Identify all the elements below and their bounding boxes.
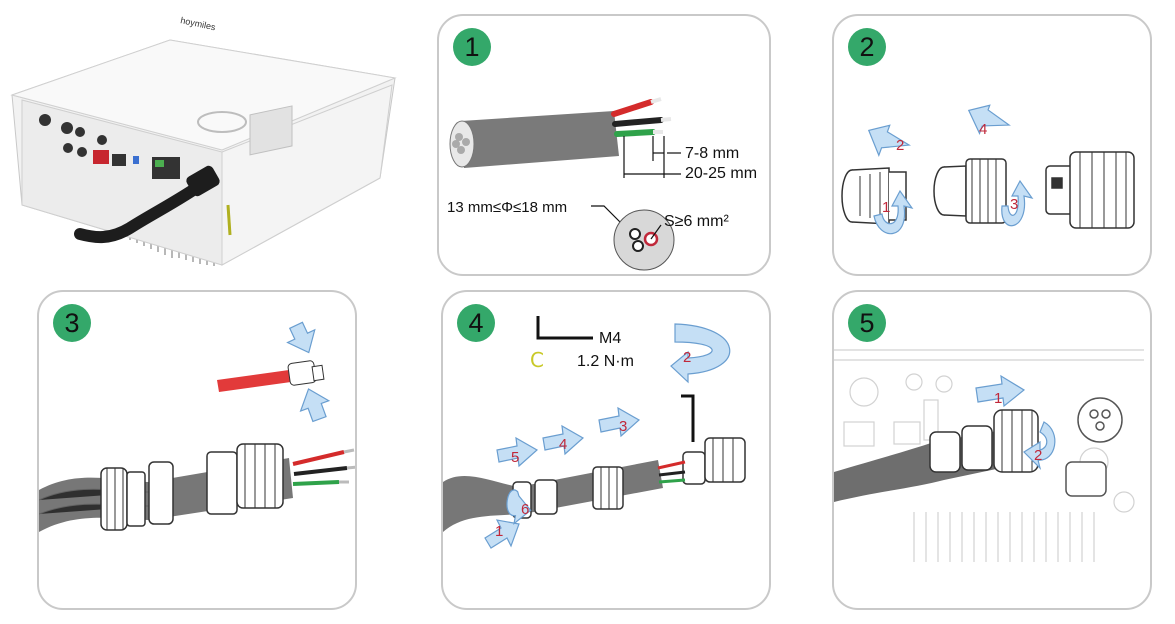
arrow-label-2: 2 bbox=[896, 137, 904, 154]
step-3-panel: 3 bbox=[37, 290, 357, 610]
step-2-panel: 2 1 2 3 4 bbox=[832, 14, 1152, 276]
wire-ferrule bbox=[287, 360, 317, 386]
wire-black bbox=[612, 117, 664, 127]
red-wire bbox=[217, 370, 291, 392]
step-2-arrows bbox=[867, 104, 1034, 235]
wire-red bbox=[611, 99, 654, 117]
arrow-label-2: 2 bbox=[683, 349, 691, 366]
step-1-panel: 1 7-8 mm 20-25 mm 13 mm≤Φ≤18 mm S≥6 mm² bbox=[437, 14, 771, 276]
cable-sheath bbox=[461, 111, 619, 168]
arrow-label-1: 1 bbox=[994, 390, 1002, 407]
strip-length-long: 20-25 mm bbox=[685, 165, 757, 182]
led-ring bbox=[197, 111, 247, 133]
strip-length-short: 7-8 mm bbox=[685, 145, 739, 162]
inverter-lid bbox=[10, 39, 397, 151]
step-4-badge: 4 bbox=[457, 304, 495, 342]
arrow-label-4: 4 bbox=[979, 121, 987, 138]
connector-assembly bbox=[929, 409, 1039, 473]
torque-label: 1.2 N·m bbox=[577, 353, 634, 370]
arrow-label-4: 4 bbox=[559, 436, 567, 453]
arrow-label-6: 6 bbox=[521, 501, 529, 518]
step-5-panel: 5 1 2 bbox=[832, 290, 1152, 610]
arrow-label-1: 1 bbox=[882, 199, 890, 216]
arrow-label-2: 2 bbox=[1034, 447, 1042, 464]
cross-section-label: S≥6 mm² bbox=[664, 213, 729, 230]
step-5-badge: 5 bbox=[848, 304, 886, 342]
step-4-arrows bbox=[484, 406, 641, 549]
torque-icon: C bbox=[530, 348, 544, 372]
step-5-illustration: 1 2 bbox=[834, 349, 1144, 562]
connector-assembly bbox=[100, 443, 284, 531]
step-2-illustration: 1 2 3 4 bbox=[841, 104, 1135, 235]
step-3-illustration bbox=[39, 321, 355, 532]
step-3-badge: 3 bbox=[53, 304, 91, 342]
inverter-brand: hoymiles bbox=[180, 15, 217, 32]
inverter-illustration: hoymiles bbox=[10, 15, 397, 266]
arrow-label-1: 1 bbox=[495, 523, 503, 540]
step-4-illustration: M4 C 1.2 N·m 2 1 3 bbox=[443, 316, 746, 549]
wire-green bbox=[614, 129, 656, 137]
crimp-arrows bbox=[286, 321, 331, 423]
step-2-badge: 2 bbox=[848, 28, 886, 66]
step-1-badge: 1 bbox=[453, 28, 491, 66]
inverter-ports bbox=[39, 114, 180, 179]
connector-sleeve bbox=[933, 158, 1007, 224]
step-1-illustration: 7-8 mm 20-25 mm 13 mm≤Φ≤18 mm S≥6 mm² bbox=[447, 97, 757, 271]
connector-assembly bbox=[512, 437, 746, 519]
ac-cable bbox=[74, 176, 211, 244]
ac-socket bbox=[1065, 397, 1123, 497]
hex-key-icon bbox=[536, 316, 593, 340]
arrow-label-3: 3 bbox=[619, 418, 627, 435]
rotation-arrow bbox=[670, 323, 731, 384]
connector-plug bbox=[1045, 151, 1135, 229]
cable-diameter-label: 13 mm≤Φ≤18 mm bbox=[447, 199, 567, 216]
arrow-label-3: 3 bbox=[1010, 196, 1018, 213]
tool-size-label: M4 bbox=[599, 330, 621, 347]
arrow-label-5: 5 bbox=[511, 449, 519, 466]
step-5-arrows bbox=[975, 374, 1056, 470]
step-4-panel: 4 M4 C 1.2 N·m 2 bbox=[441, 290, 771, 610]
